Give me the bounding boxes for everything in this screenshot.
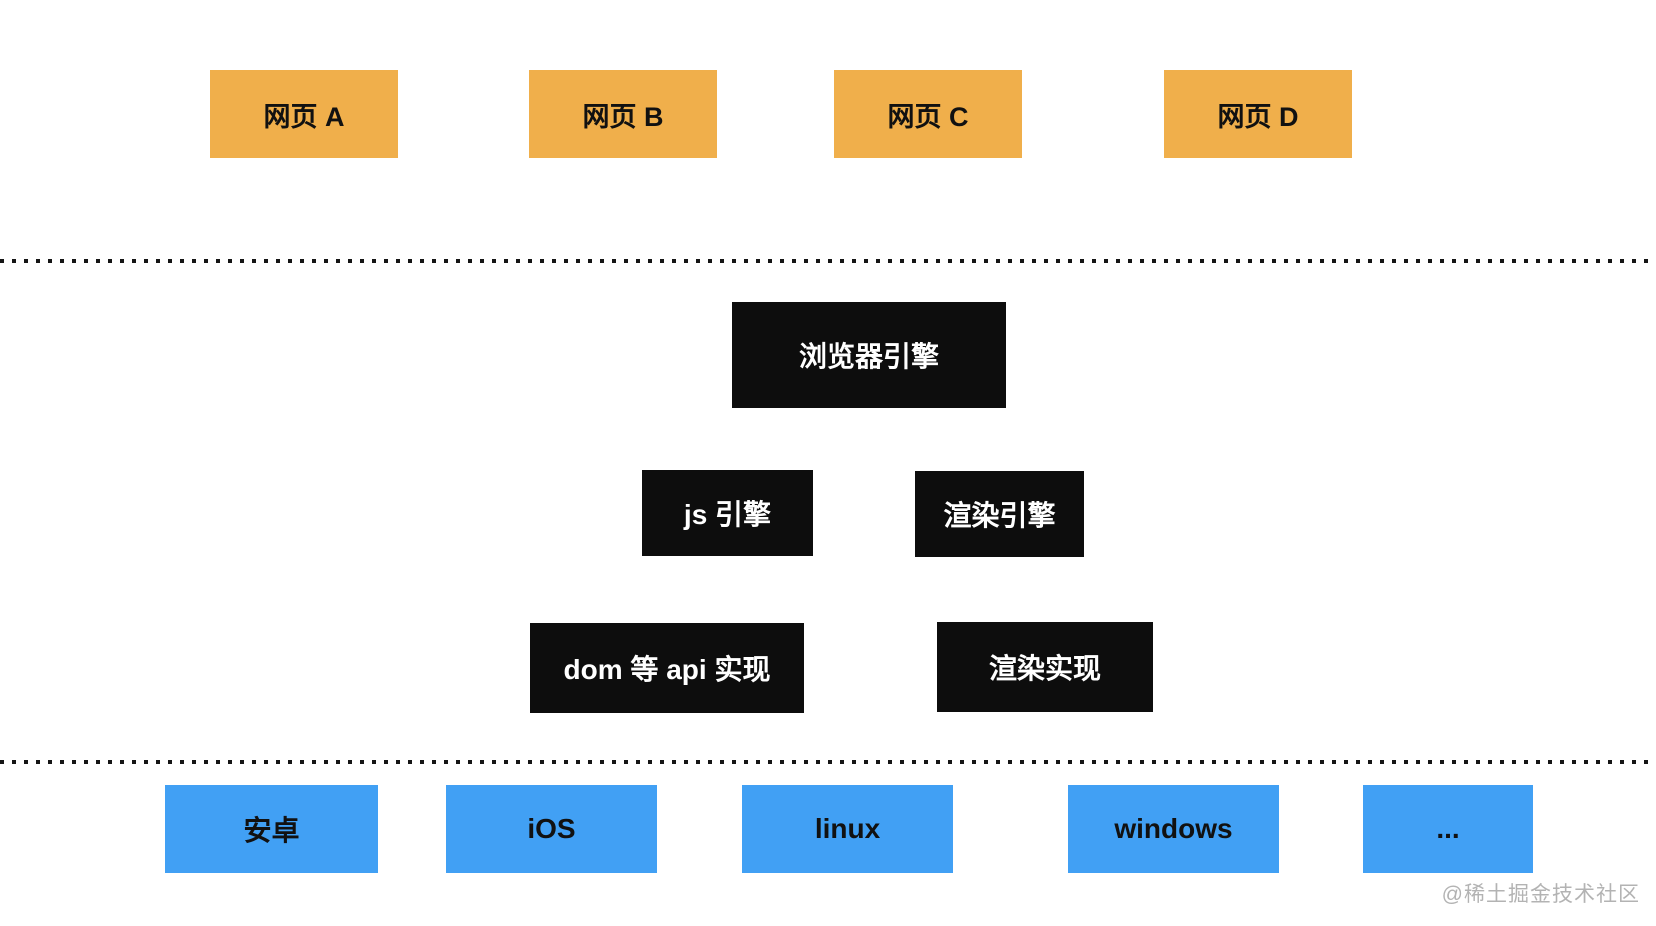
juejin-community-watermark: @稀土掘金技术社区 (1441, 883, 1640, 906)
os-more-box: ... (1363, 785, 1533, 873)
dom-api-implementation-box: dom 等 api 实现 (530, 623, 804, 713)
web-page-a-box: 网页 A (210, 70, 398, 158)
os-windows-box: windows (1068, 785, 1279, 873)
os-ios-box: iOS (446, 785, 657, 873)
web-page-b-box: 网页 B (529, 70, 717, 158)
render-engine-box: 渲染引擎 (915, 471, 1084, 557)
os-android-box: 安卓 (165, 785, 378, 873)
web-page-d-box: 网页 D (1164, 70, 1352, 158)
web-page-c-box: 网页 C (834, 70, 1022, 158)
top-dotted-separator (0, 259, 1656, 263)
render-implementation-box: 渲染实现 (937, 622, 1153, 712)
browser-engine-box: 浏览器引擎 (732, 302, 1006, 408)
bottom-dotted-separator (0, 760, 1656, 764)
os-linux-box: linux (742, 785, 953, 873)
js-engine-box: js 引擎 (642, 470, 813, 556)
